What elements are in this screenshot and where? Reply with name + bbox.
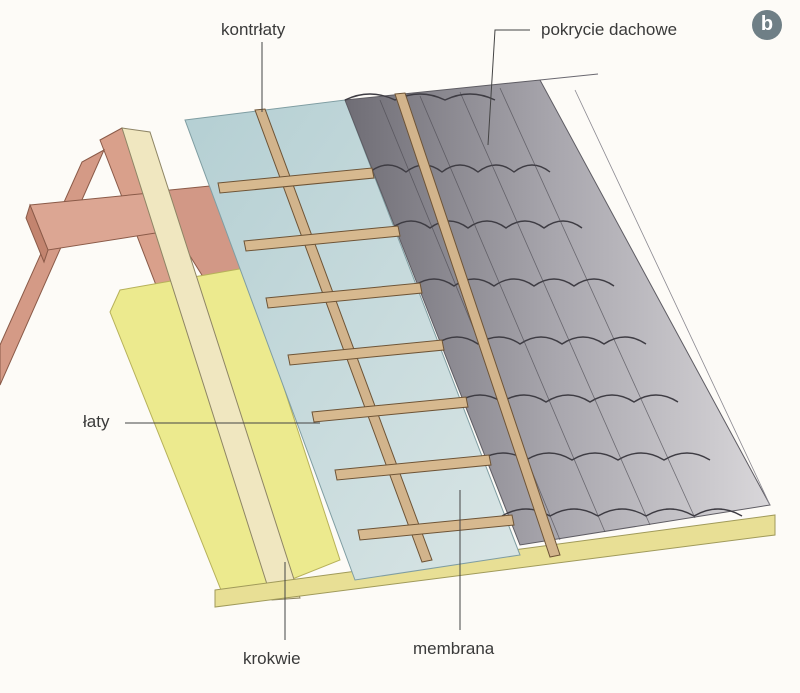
eave-board: [214, 514, 776, 608]
label-laty: łaty: [83, 412, 110, 431]
label-krokwie: krokwie: [243, 649, 301, 668]
leader-lines: [125, 29, 530, 640]
label-kontrlaty: kontrłaty: [221, 20, 286, 39]
label-pokrycie-dachowe: pokrycie dachowe: [541, 20, 678, 39]
battens: [217, 167, 515, 541]
front-rafter: [121, 127, 301, 601]
panel-badge: b: [752, 10, 782, 40]
label-membrana: membrana: [413, 639, 495, 658]
counter-battens: [254, 92, 561, 563]
